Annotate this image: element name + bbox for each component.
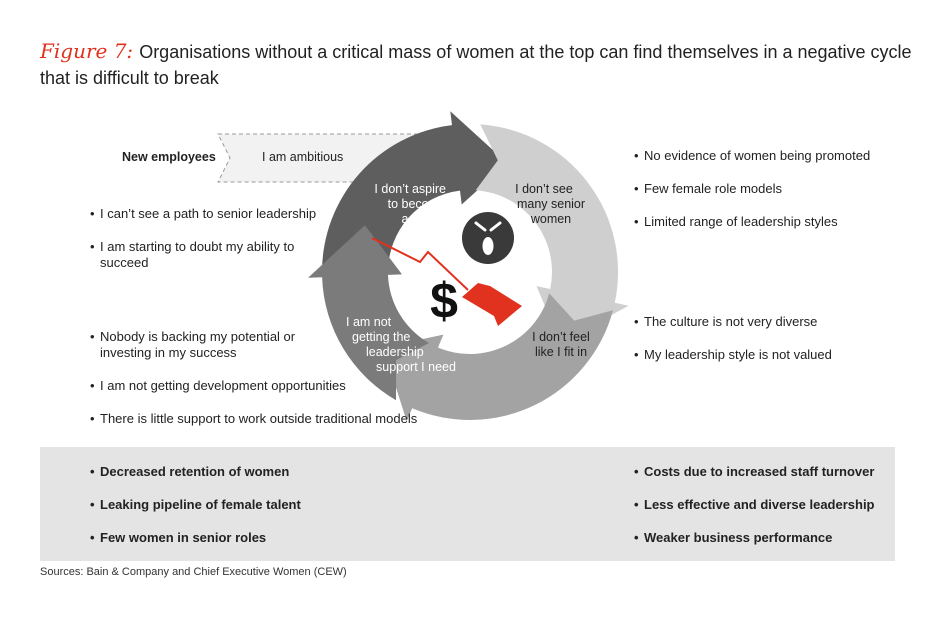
segment-text-fit-in: I don’t feel like I fit in — [532, 330, 590, 359]
list-item: Limited range of leadership styles — [634, 214, 914, 230]
source-note: Sources: Bain & Company and Chief Execut… — [40, 566, 347, 578]
cycle-segment-fit-in — [383, 293, 613, 422]
list-item: Few women in senior roles — [90, 530, 390, 546]
effect-bullets: Costs due to increased staff turnover Le… — [634, 464, 894, 563]
segment-text-support: I am not getting the leadership support … — [346, 315, 456, 374]
cycle-segment-support — [308, 225, 429, 401]
list-item: Few female role models — [634, 181, 914, 197]
figure-title: Figure 7:Organisations without a critica… — [40, 38, 920, 91]
list-item: I am not getting development opportuniti… — [90, 378, 420, 394]
list-item: I am starting to doubt my ability to suc… — [90, 239, 295, 271]
decline-arrowhead — [462, 283, 522, 326]
right-mid-bullets: The culture is not very diverse My leade… — [634, 314, 914, 380]
figure-label: Figure 7: — [40, 39, 134, 63]
list-item: Costs due to increased staff turnover — [634, 464, 894, 480]
cause-bullets: Decreased retention of women Leaking pip… — [90, 464, 390, 563]
figure-title-text: Organisations without a critical mass of… — [40, 42, 912, 88]
list-item: Decreased retention of women — [90, 464, 390, 480]
cycle-segment-see-women — [475, 124, 629, 343]
right-top-bullets: No evidence of women being promoted Few … — [634, 148, 914, 247]
list-item: The culture is not very diverse — [634, 314, 914, 330]
list-item: There is little support to work outside … — [90, 411, 420, 427]
list-item: Leaking pipeline of female talent — [90, 497, 390, 513]
ambitious-label: I am ambitious — [262, 150, 344, 164]
segment-text-aspire: I don’t aspire to become a senior leader — [374, 182, 446, 241]
frustrated-face-icon — [462, 212, 514, 264]
list-item: Nobody is backing my potential or invest… — [90, 329, 310, 361]
list-item: Weaker business performance — [634, 530, 894, 546]
list-item: No evidence of women being promoted — [634, 148, 914, 164]
decline-line — [371, 237, 469, 291]
list-item: Less effective and diverse leadership — [634, 497, 894, 513]
list-item: My leadership style is not valued — [634, 347, 914, 363]
dollar-sign-icon: $ — [430, 273, 458, 329]
left-bottom-bullets: Nobody is backing my potential or invest… — [90, 329, 420, 444]
new-employees-label: New employees — [122, 150, 216, 164]
left-top-bullets: I can’t see a path to senior leadership … — [90, 206, 320, 288]
list-item: I can’t see a path to senior leadership — [90, 206, 320, 222]
segment-text-see-women: I don’t see many senior women — [515, 182, 586, 226]
